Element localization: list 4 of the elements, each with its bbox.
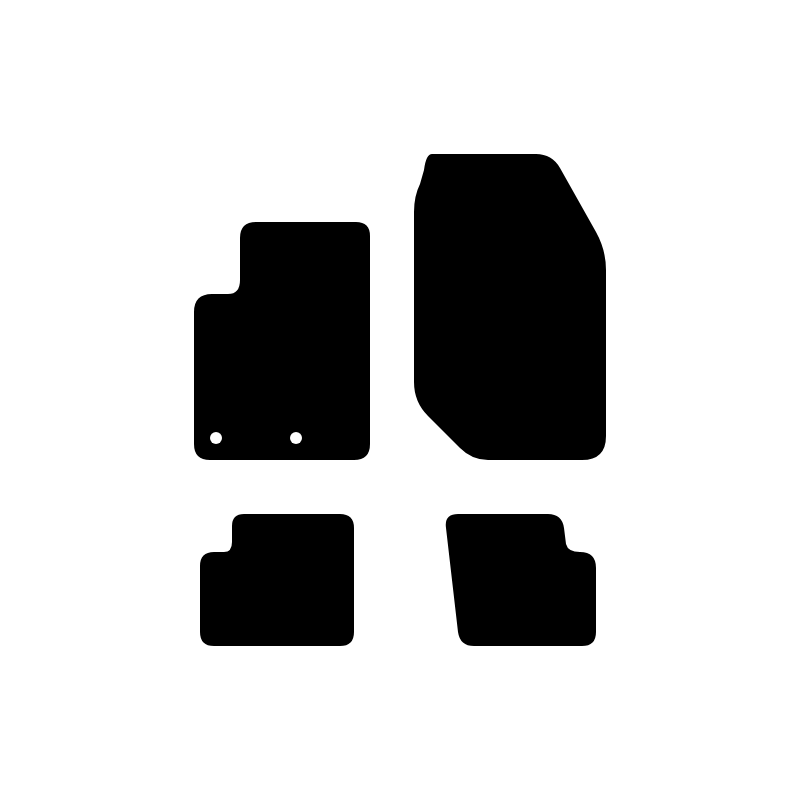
floor-mat [414, 154, 606, 460]
floor-mat [200, 514, 354, 646]
floor-mat [194, 222, 370, 460]
floor-mat [445, 514, 596, 646]
